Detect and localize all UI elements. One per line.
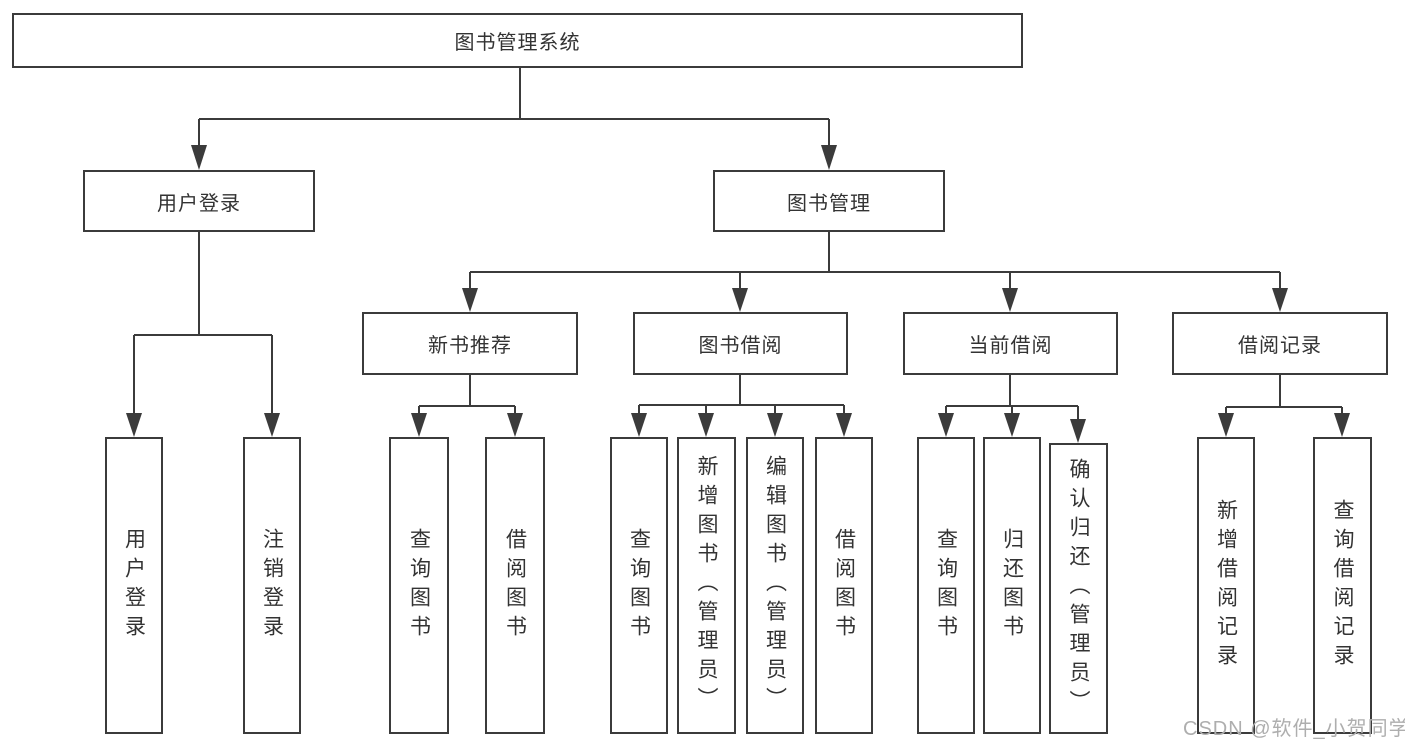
arrowheads: [126, 145, 1350, 443]
node-new-book-recommendation: 新书推荐: [362, 312, 578, 375]
node-label: 查询图书: [407, 527, 431, 644]
elbow-root: [198, 68, 830, 147]
node-label: 借阅图书: [832, 527, 856, 644]
leaf-logout-login: 注销登录: [243, 437, 301, 734]
node-label: 新书推荐: [428, 335, 512, 357]
arrowhead: [767, 413, 783, 437]
node-book-management: 图书管理: [713, 170, 945, 232]
leaf-bb-query-books: 查询图书: [610, 437, 668, 734]
csdn-watermark: CSDN @软件_小贺同学: [1183, 718, 1405, 740]
arrowhead: [1002, 288, 1018, 312]
node-user-login: 用户登录: [83, 170, 315, 232]
node-label: 用户登录: [122, 527, 146, 644]
leaf-cb-return-books: 归还图书: [983, 437, 1041, 734]
arrowhead: [1004, 413, 1020, 437]
node-library-management-system: 图书管理系统: [12, 13, 1023, 68]
node-label: 图书管理系统: [454, 32, 581, 54]
leaf-cb-query-books: 查询图书: [917, 437, 975, 734]
arrowhead: [507, 413, 523, 437]
arrowhead: [821, 145, 837, 170]
node-label: 当前借阅: [968, 335, 1053, 357]
node-label: 注销登录: [260, 527, 284, 644]
arrowhead: [1218, 413, 1234, 437]
leaf-br-add-record: 新增借阅记录: [1197, 437, 1255, 734]
leaf-cb-confirm-return-admin: 确认归还（管理员）: [1049, 443, 1108, 734]
node-label: 确认归还（管理员）: [1067, 458, 1090, 719]
leaf-bb-edit-books-admin: 编辑图书（管理员）: [746, 437, 804, 734]
node-label: 新增借阅记录: [1214, 498, 1238, 673]
arrowhead: [938, 413, 954, 437]
leaf-br-query-record: 查询借阅记录: [1313, 437, 1372, 734]
leaf-bb-borrow-books: 借阅图书: [815, 437, 873, 734]
arrowhead: [698, 413, 714, 437]
elbow-new-book-recommendation: [418, 375, 516, 414]
leaf-nbr-query-books: 查询图书: [389, 437, 449, 734]
node-label: 查询图书: [934, 527, 958, 644]
node-label: 图书借阅: [698, 335, 783, 357]
node-label: 借阅图书: [503, 527, 527, 644]
arrowhead: [732, 288, 748, 312]
arrowhead: [836, 413, 852, 437]
arrowhead: [1070, 419, 1086, 443]
leaf-nbr-borrow-books: 借阅图书: [485, 437, 545, 734]
elbow-user-login: [133, 232, 273, 414]
node-label: 查询借阅记录: [1331, 498, 1354, 673]
node-book-borrowing: 图书借阅: [633, 312, 848, 375]
node-borrowing-records: 借阅记录: [1172, 312, 1388, 375]
arrowhead: [1334, 413, 1350, 437]
node-label: 图书管理: [787, 192, 871, 215]
arrowhead: [191, 145, 207, 170]
node-label: 编辑图书（管理员）: [763, 455, 787, 716]
arrowhead: [264, 413, 280, 437]
arrowhead: [631, 413, 647, 437]
elbow-book-management: [469, 232, 1281, 290]
arrowhead: [1272, 288, 1288, 312]
leaf-user-login: 用户登录: [105, 437, 163, 734]
elbow-borrowing-records: [1225, 375, 1343, 414]
node-current-borrowing: 当前借阅: [903, 312, 1118, 375]
node-label: 用户登录: [157, 192, 241, 215]
node-label: 归还图书: [1000, 527, 1024, 644]
node-label: 查询图书: [627, 527, 651, 644]
leaf-bb-add-books-admin: 新增图书（管理员）: [677, 437, 736, 734]
arrowhead: [126, 413, 142, 437]
elbow-book-borrowing: [638, 375, 845, 414]
elbow-current-borrowing: [945, 375, 1079, 420]
arrowhead: [411, 413, 427, 437]
node-label: 借阅记录: [1238, 335, 1322, 357]
node-label: 新增图书（管理员）: [695, 455, 718, 716]
arrowhead: [462, 288, 478, 312]
